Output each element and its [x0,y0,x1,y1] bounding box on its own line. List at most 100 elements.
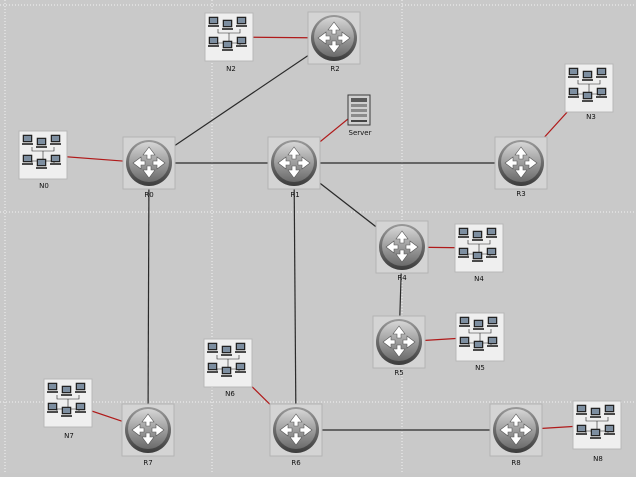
label-r6: R6 [291,459,301,467]
computer-icon [473,340,484,351]
router-body [274,142,314,182]
network-n2[interactable] [204,12,254,62]
label-n2: N2 [226,65,236,73]
link-r1-r6[interactable] [293,162,297,431]
computer-icon [458,227,469,238]
router-r6[interactable] [269,403,323,457]
computer-icon [590,428,601,439]
router-r2[interactable] [307,11,361,65]
computer-icon [472,230,483,241]
label-r7: R7 [143,459,152,467]
router-body [276,409,316,449]
router-r7[interactable] [121,403,175,457]
computer-icon [221,345,232,356]
router-arrows-icon [279,413,313,446]
network-n7[interactable] [43,378,93,428]
router-r1[interactable] [267,136,321,190]
computer-icon [590,407,601,418]
network-n4[interactable] [454,223,504,273]
computer-icon [459,316,470,327]
label-r2: R2 [330,65,339,73]
computer-icon [221,366,232,377]
router-body [382,226,422,266]
router-arrows-icon [317,21,351,54]
router-r8[interactable] [489,403,543,457]
label-r8: R8 [511,459,520,467]
router-body [379,321,419,361]
computer-icon [604,404,615,415]
computer-icon [47,402,58,413]
computer-icon [576,404,587,415]
computer-icon [487,316,498,327]
label-n5: N5 [475,364,485,372]
router-body [129,142,169,182]
computer-icon [22,134,33,145]
computer-icon [235,342,246,353]
links-layer [42,36,598,431]
computer-icon [582,91,593,102]
computer-icon [75,402,86,413]
computer-icon [208,36,219,47]
computer-icon [486,247,497,258]
router-r0[interactable] [122,136,176,190]
computer-icon [473,319,484,330]
label-r0: R0 [144,191,153,199]
computer-icon [222,19,233,30]
computer-icon [596,67,607,78]
computer-icon [486,227,497,238]
router-body [501,142,541,182]
computer-icon [458,247,469,258]
router-arrows-icon [382,325,416,358]
label-r1: R1 [290,191,299,199]
computer-icon [582,70,593,81]
computer-icon [61,385,72,396]
computer-icon [75,382,86,393]
server-icon[interactable] [347,94,371,126]
router-arrows-icon [499,413,533,446]
computer-icon [207,362,218,373]
router-body [314,17,354,57]
router-r3[interactable] [494,136,548,190]
computer-icon [236,16,247,27]
router-r5[interactable] [372,315,426,369]
computer-icon [472,251,483,262]
label-r5: R5 [394,369,403,377]
label-server: Server [349,129,372,137]
label-r3: R3 [516,190,525,198]
network-n5[interactable] [455,312,505,362]
computer-icon [61,406,72,417]
router-arrows-icon [277,146,311,179]
computer-icon [36,158,47,169]
label-n7: N7 [64,432,74,440]
computer-icon [36,137,47,148]
network-n3[interactable] [564,63,614,113]
router-arrows-icon [504,146,538,179]
network-n6[interactable] [203,338,253,388]
computer-icon [235,362,246,373]
computer-icon [22,154,33,165]
computer-icon [47,382,58,393]
link-r0-r2[interactable] [148,37,335,164]
network-n0[interactable] [18,130,68,180]
label-n8: N8 [593,455,603,463]
computer-icon [236,36,247,47]
label-r4: R4 [397,274,407,282]
router-arrows-icon [385,230,419,263]
computer-icon [596,87,607,98]
computer-icon [207,342,218,353]
computer-icon [604,424,615,435]
link-r0-r7[interactable] [147,162,150,431]
computer-icon [222,40,233,51]
computer-icon [50,134,61,145]
router-r4[interactable] [375,220,429,274]
router-body [128,409,168,449]
computer-icon [576,424,587,435]
label-n3: N3 [586,113,596,121]
network-n8[interactable] [572,400,622,450]
computer-icon [459,336,470,347]
computer-icon [568,67,579,78]
